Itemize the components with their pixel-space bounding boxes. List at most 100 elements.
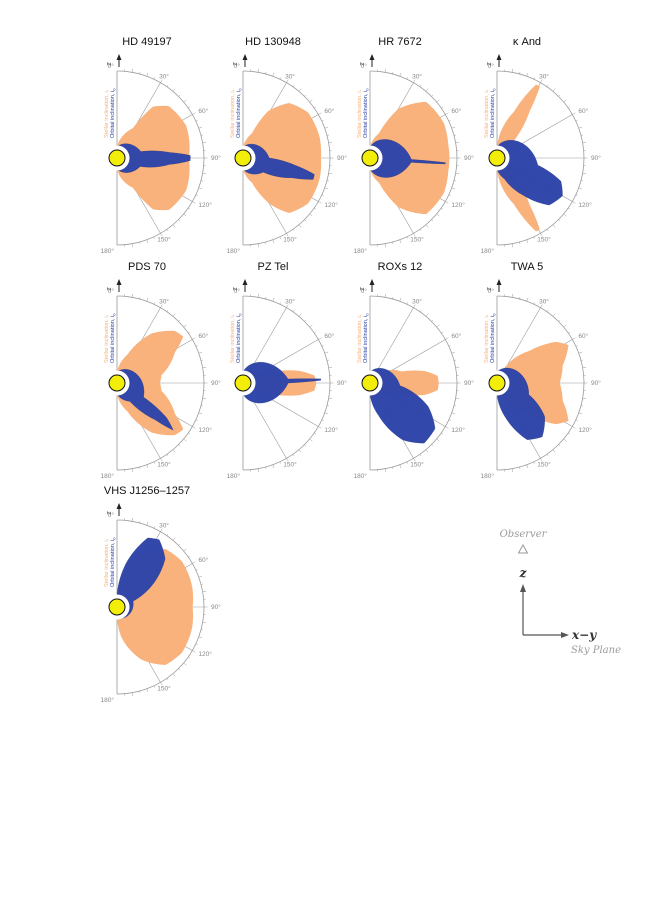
polar-tick-mark — [304, 94, 307, 97]
polar-tick-mark — [160, 458, 163, 462]
polar-tick-mark — [160, 79, 163, 83]
polar-tick-mark — [526, 297, 529, 302]
polar-tick-mark — [131, 468, 133, 473]
polar-tick-mark — [202, 172, 207, 174]
tick-label: 120° — [198, 201, 212, 209]
tick-label: 150° — [157, 460, 171, 468]
polar-tick-mark — [298, 224, 302, 228]
polar-tick-mark — [526, 464, 529, 469]
polar-tick-mark — [431, 219, 434, 222]
polar-tick-mark — [399, 297, 402, 302]
polar-tick-mark — [568, 432, 571, 435]
polar-tick-mark — [441, 432, 444, 435]
orbital-inclination-label: Orbital inclination, io — [363, 313, 369, 363]
polar-tick-mark — [188, 432, 191, 435]
tick-label: 30° — [285, 73, 295, 81]
polar-tick-mark — [257, 243, 259, 248]
tick-label: 150° — [410, 235, 424, 243]
axis-z-label: z — [485, 62, 493, 67]
stellar-inclination-label: Stellar inclination, i* — [357, 314, 363, 363]
polar-tick-mark — [188, 207, 191, 210]
polar-tick-mark — [183, 548, 187, 552]
tick-label: 120° — [198, 650, 212, 658]
polar-tick-mark — [198, 351, 203, 354]
tick-label: 90° — [464, 154, 474, 162]
polar-tick-mark — [558, 94, 561, 97]
polar-tick-mark — [160, 682, 163, 686]
polar-tick-mark — [314, 331, 317, 334]
polar-panel: VHS J1256–1257z0°30°60°90°120°150°180°St… — [101, 485, 222, 704]
tick-label: 60° — [451, 107, 461, 115]
polar-tick-mark — [399, 464, 402, 469]
polar-tick-mark — [324, 351, 329, 354]
polar-tick-mark — [511, 243, 513, 248]
polar-tick-mark — [540, 304, 543, 308]
axis-z-arrowhead — [242, 54, 248, 60]
polar-tick-mark — [572, 112, 576, 115]
tick-label: 150° — [283, 460, 297, 468]
polar-grid-line — [502, 307, 541, 374]
polar-tick-mark — [200, 405, 204, 407]
polar-tick-mark — [146, 72, 149, 77]
polar-tick-mark — [572, 201, 576, 204]
coordinate-legend: Observer z x−y Sky Plane — [500, 529, 621, 656]
polar-tick-mark — [304, 444, 307, 447]
tick-label: 30° — [159, 73, 169, 81]
axis-z-arrowhead — [242, 279, 248, 285]
polar-tick-mark — [131, 692, 133, 697]
polar-tick-mark — [546, 229, 549, 232]
polar-tick-mark — [192, 561, 196, 564]
tick-label: 30° — [539, 73, 549, 81]
polar-tick-mark — [419, 309, 422, 312]
polar-tick-mark — [568, 207, 571, 210]
tick-label: 150° — [410, 460, 424, 468]
orbital-inclination-label: Orbital inclination, io — [110, 313, 116, 363]
polar-tick-mark — [202, 397, 207, 399]
polar-tick-mark — [298, 88, 302, 92]
polar-tick-mark — [160, 528, 163, 532]
polar-tick-mark — [436, 324, 440, 328]
polar-tick-mark — [198, 636, 203, 639]
tick-label: 0° — [488, 287, 495, 295]
tick-label: 90° — [337, 379, 347, 387]
tick-label: 0° — [108, 62, 115, 70]
polar-tick-mark — [146, 297, 149, 302]
polar-tick-mark — [568, 331, 571, 334]
star-icon — [234, 149, 252, 167]
polar-tick-mark — [431, 94, 434, 97]
polar-tick-mark — [146, 464, 149, 469]
polar-tick-mark — [384, 243, 386, 248]
polar-tick-mark — [153, 302, 155, 305]
star-icon — [108, 598, 126, 616]
polar-tick-mark — [384, 68, 386, 73]
tick-label: 60° — [324, 332, 334, 340]
tick-label: 180° — [101, 247, 115, 255]
polar-tick-mark — [166, 229, 169, 232]
tick-label: 90° — [337, 154, 347, 162]
polar-tick-mark — [448, 419, 451, 421]
polar-tick-mark — [445, 112, 449, 115]
polar-tick-mark — [563, 324, 567, 328]
polar-tick-mark — [552, 88, 556, 92]
stellar-inclination-lobe — [497, 84, 540, 232]
tick-label: 180° — [481, 472, 495, 480]
polar-tick-mark — [436, 438, 440, 442]
tick-label: 60° — [198, 332, 208, 340]
tick-label: 180° — [481, 247, 495, 255]
polar-tick-mark — [160, 233, 163, 237]
polar-tick-mark — [552, 224, 556, 228]
panel-title: κ And — [513, 36, 541, 48]
polar-tick-mark — [451, 412, 456, 415]
polar-tick-mark — [511, 68, 513, 73]
polar-tick-mark — [406, 77, 408, 80]
polar-tick-mark — [318, 337, 322, 340]
orbital-inclination-label: Orbital inclination, io — [236, 313, 242, 363]
tick-label: 0° — [234, 62, 241, 70]
polar-tick-mark — [436, 213, 440, 217]
polar-tick-mark — [139, 466, 141, 470]
polar-tick-mark — [279, 461, 281, 464]
polar-tick-mark — [309, 324, 313, 328]
